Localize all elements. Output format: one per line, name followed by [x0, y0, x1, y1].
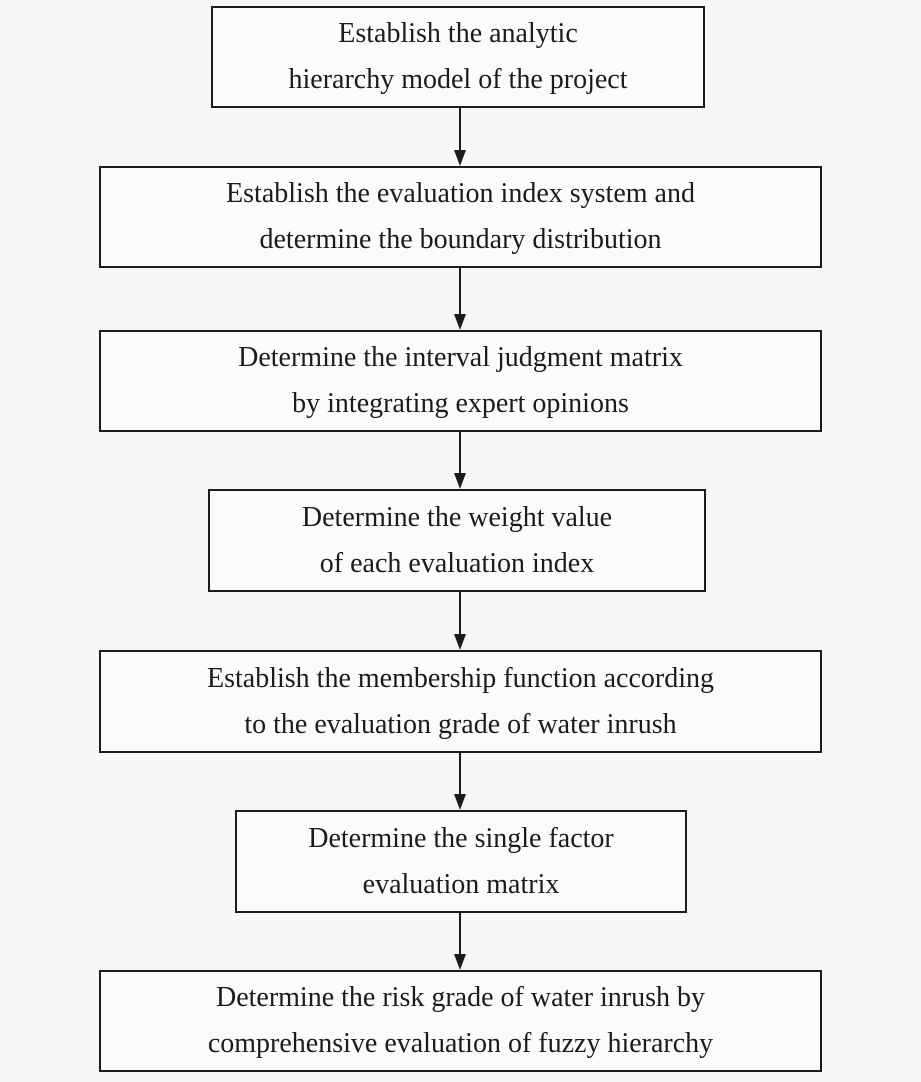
arrow-down-icon — [454, 150, 466, 166]
arrow-down-icon — [454, 314, 466, 330]
step-line: evaluation matrix — [362, 868, 560, 900]
step-line: hierarchy model of the project — [288, 64, 628, 95]
arrow-shaft — [459, 268, 461, 314]
flow-step-risk-grade-result: Determine the risk grade of water inrush… — [99, 970, 822, 1072]
flow-arrow-6 — [452, 913, 468, 970]
flow-arrow-1 — [452, 108, 468, 166]
arrow-shaft — [459, 432, 461, 473]
flow-step-weight-value: Determine the weight value of each evalu… — [208, 489, 706, 592]
step-line: Determine the single factor — [308, 822, 614, 854]
step-line: to the evaluation grade of water inrush — [244, 708, 677, 740]
arrow-shaft — [459, 108, 461, 150]
step-line: comprehensive evaluation of fuzzy hierar… — [207, 1028, 714, 1059]
arrow-shaft — [459, 753, 461, 794]
flow-step-membership-function: Establish the membership function accord… — [99, 650, 822, 753]
flow-arrow-2 — [452, 268, 468, 330]
flow-step-single-factor-matrix: Determine the single factor evaluation m… — [235, 810, 687, 913]
step-line: Determine the risk grade of water inrush… — [215, 982, 706, 1013]
arrow-shaft — [459, 913, 461, 954]
flow-step-interval-judgment-matrix: Determine the interval judgment matrix b… — [99, 330, 822, 432]
arrow-down-icon — [454, 634, 466, 650]
step-line: Establish the analytic — [338, 18, 578, 49]
flow-arrow-5 — [452, 753, 468, 810]
flow-step-evaluation-index-system: Establish the evaluation index system an… — [99, 166, 822, 268]
step-line: of each evaluation index — [319, 547, 595, 579]
arrow-down-icon — [454, 954, 466, 970]
step-line: by integrating expert opinions — [292, 388, 629, 419]
step-line: Determine the interval judgment matrix — [238, 342, 683, 373]
arrow-down-icon — [454, 794, 466, 810]
step-line: determine the boundary distribution — [259, 224, 662, 255]
flow-arrow-3 — [452, 432, 468, 489]
arrow-shaft — [459, 592, 461, 634]
step-line: Determine the weight value — [301, 501, 613, 533]
arrow-down-icon — [454, 473, 466, 489]
flow-arrow-4 — [452, 592, 468, 650]
flow-step-analytic-hierarchy-model: Establish the analytic hierarchy model o… — [211, 6, 705, 108]
step-line: Establish the evaluation index system an… — [226, 178, 695, 209]
step-line: Establish the membership function accord… — [207, 662, 714, 694]
